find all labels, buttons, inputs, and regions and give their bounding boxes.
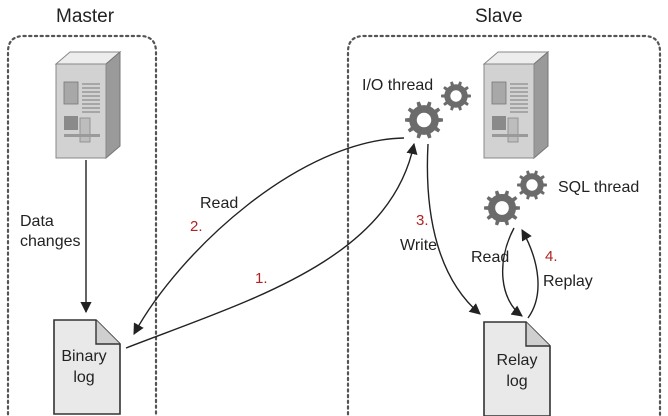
write-label: Write	[400, 237, 438, 254]
arrow-binlog-to-io	[125, 142, 418, 349]
arrow-replay	[521, 229, 539, 319]
binary-log-document-icon	[53, 319, 121, 415]
read-master-label: Read	[200, 195, 239, 212]
arrow-read-binlog	[133, 137, 405, 335]
gear-hole	[526, 179, 538, 191]
relay-log-document-icon	[483, 321, 551, 416]
master-container	[6, 34, 158, 416]
relay-log-label: Relay log	[496, 352, 538, 390]
step-2: 2.	[190, 218, 203, 235]
arrow-read-relay	[502, 227, 523, 317]
binary-log-label: Binary log	[61, 348, 107, 386]
gear-hole	[495, 201, 509, 215]
io-thread-gear-small-icon	[441, 81, 471, 111]
master-server-icon	[54, 50, 122, 160]
step-1: 1.	[255, 270, 268, 287]
io-thread-label: I/O thread	[362, 77, 434, 94]
gear-hole	[416, 112, 432, 128]
master-title: Master	[56, 6, 115, 27]
data-changes-label: Data changes	[20, 213, 81, 250]
sql-thread-label: SQL thread	[558, 179, 640, 196]
read-relay-label: Read	[471, 249, 510, 266]
step-4: 4.	[545, 248, 558, 265]
step-3: 3.	[416, 212, 429, 229]
gear-hole	[450, 90, 462, 102]
slave-server-icon	[482, 50, 550, 160]
io-thread-gear-icon	[405, 101, 443, 139]
slave-title: Slave	[475, 6, 523, 27]
arrow-write-relay	[426, 143, 481, 315]
sql-thread-gear-icon	[484, 190, 520, 226]
replay-label: Replay	[543, 273, 593, 290]
sql-thread-gear-small-icon	[517, 170, 547, 200]
